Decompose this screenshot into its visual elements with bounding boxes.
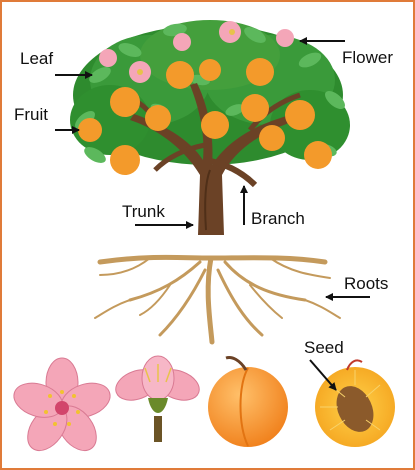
label-trunk: Trunk (122, 203, 165, 220)
whole-peach (208, 358, 288, 448)
label-flower: Flower (342, 49, 393, 66)
half-peach (315, 360, 395, 447)
label-roots: Roots (344, 275, 388, 292)
label-fruit: Fruit (14, 106, 48, 123)
label-leaf: Leaf (20, 50, 53, 67)
label-branch: Branch (251, 210, 305, 227)
peach-flower-front (10, 358, 115, 458)
label-seed: Seed (304, 339, 344, 356)
peach-flower-side (112, 356, 204, 442)
tree-roots (95, 257, 340, 342)
